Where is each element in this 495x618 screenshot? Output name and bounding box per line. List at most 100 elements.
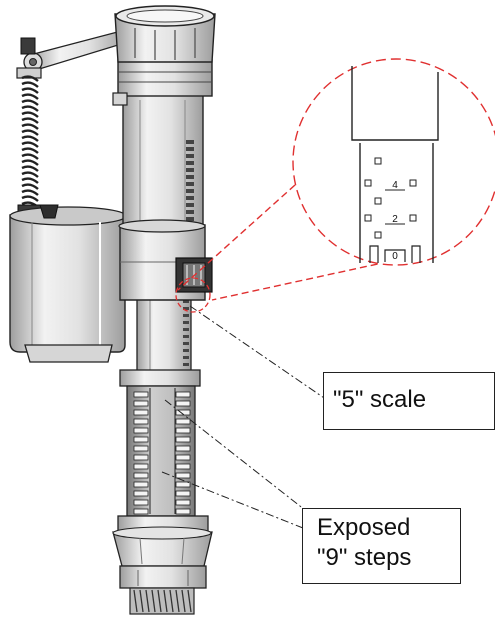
- spring-coil: [21, 111, 39, 118]
- spring-coil: [21, 141, 39, 148]
- thread-ridge: [133, 589, 138, 613]
- step-tooth: [133, 418, 149, 425]
- spring-coil: [21, 147, 39, 154]
- step-tooth: [133, 481, 149, 488]
- scale-mark-4: 4: [392, 180, 398, 191]
- spring-coil: [21, 87, 39, 94]
- spring-coil: [21, 105, 39, 112]
- column-rib: [183, 321, 189, 324]
- step-tooth: [175, 436, 191, 443]
- step-tooth: [133, 436, 149, 443]
- thread-ridge: [139, 589, 144, 613]
- step-tooth: [133, 499, 149, 506]
- column-rib: [186, 203, 194, 207]
- column-rib: [183, 363, 189, 366]
- step-tooth: [175, 499, 191, 506]
- step-tooth: [133, 463, 149, 470]
- column-rib: [183, 342, 189, 345]
- column-rib: [183, 328, 189, 331]
- lower-shank: [119, 369, 201, 517]
- spring-coil: [21, 165, 39, 172]
- step-tooth: [175, 391, 191, 398]
- step-tooth: [175, 418, 191, 425]
- thread-ridge: [181, 589, 186, 613]
- step-tooth: [133, 445, 149, 452]
- column-rib: [183, 356, 189, 359]
- step-tooth: [175, 508, 191, 515]
- column-rib: [186, 154, 194, 158]
- column-rib: [186, 217, 194, 221]
- thread-ridge: [187, 589, 192, 613]
- thread-ridge: [151, 589, 156, 613]
- spring-coil: [21, 129, 39, 136]
- spring-coil: [21, 135, 39, 142]
- spring-coil: [21, 75, 39, 82]
- step-tooth: [133, 409, 149, 416]
- column-rib: [186, 175, 194, 179]
- thread-ridge: [145, 589, 150, 613]
- step-tooth: [175, 400, 191, 407]
- step-tooth: [175, 409, 191, 416]
- thread-ridge: [169, 589, 174, 613]
- scale-mark-0: 0: [392, 251, 398, 262]
- steps-callout-line-1: Exposed: [317, 514, 411, 541]
- column-rib: [183, 307, 189, 310]
- spring-coil: [21, 123, 39, 130]
- leader-lines: [161, 305, 331, 529]
- adjustment-spring: [21, 75, 39, 208]
- steps-callout-box: Exposed "9" steps: [302, 508, 461, 584]
- column-rib: [186, 147, 194, 151]
- magnifier-detail: 4 2 0: [351, 66, 439, 263]
- spring-coil: [21, 195, 39, 202]
- column-rib: [183, 335, 189, 338]
- step-tooth: [133, 400, 149, 407]
- step-tooth: [175, 445, 191, 452]
- step-tooth: [175, 472, 191, 479]
- spring-coil: [21, 159, 39, 166]
- spring-coil: [21, 177, 39, 184]
- step-tooth: [175, 454, 191, 461]
- step-tooth: [175, 427, 191, 434]
- exposed-steps: [133, 391, 191, 515]
- step-tooth: [133, 427, 149, 434]
- steps-callout-line-2: "9" steps: [317, 544, 412, 571]
- float-arm: [16, 29, 129, 79]
- column-rib: [183, 314, 189, 317]
- spring-coil: [21, 81, 39, 88]
- spring-coil: [21, 117, 39, 124]
- threaded-tail: [129, 587, 195, 615]
- thread-ridge: [163, 589, 168, 613]
- step-tooth: [175, 463, 191, 470]
- scale-callout-text: "5" scale: [333, 386, 427, 413]
- thread-ridge: [175, 589, 180, 613]
- step-tooth: [133, 508, 149, 515]
- spring-coil: [21, 189, 39, 196]
- column-rib: [186, 168, 194, 172]
- spring-coil: [21, 153, 39, 160]
- thread-ridge: [157, 589, 162, 613]
- step-tooth: [133, 391, 149, 398]
- scale-callout-box: "5" scale: [323, 372, 495, 430]
- step-tooth: [133, 454, 149, 461]
- spring-coil: [21, 93, 39, 100]
- column-rib: [183, 300, 189, 303]
- valve-head: [112, 5, 216, 106]
- column-rib: [186, 140, 194, 144]
- base-nut: [112, 515, 213, 589]
- spring-coil: [21, 183, 39, 190]
- float-cup: [9, 204, 127, 363]
- step-tooth: [175, 490, 191, 497]
- scale-mark-2: 2: [392, 214, 398, 225]
- column-rib: [186, 182, 194, 186]
- step-tooth: [133, 472, 149, 479]
- column-rib: [186, 196, 194, 200]
- spring-coil: [21, 171, 39, 178]
- column-rib: [183, 349, 189, 352]
- column-rib: [186, 189, 194, 193]
- column-ribs: [183, 140, 194, 366]
- step-tooth: [175, 481, 191, 488]
- spring-coil: [21, 99, 39, 106]
- column-rib: [186, 161, 194, 165]
- magnifier-callout: [175, 58, 495, 313]
